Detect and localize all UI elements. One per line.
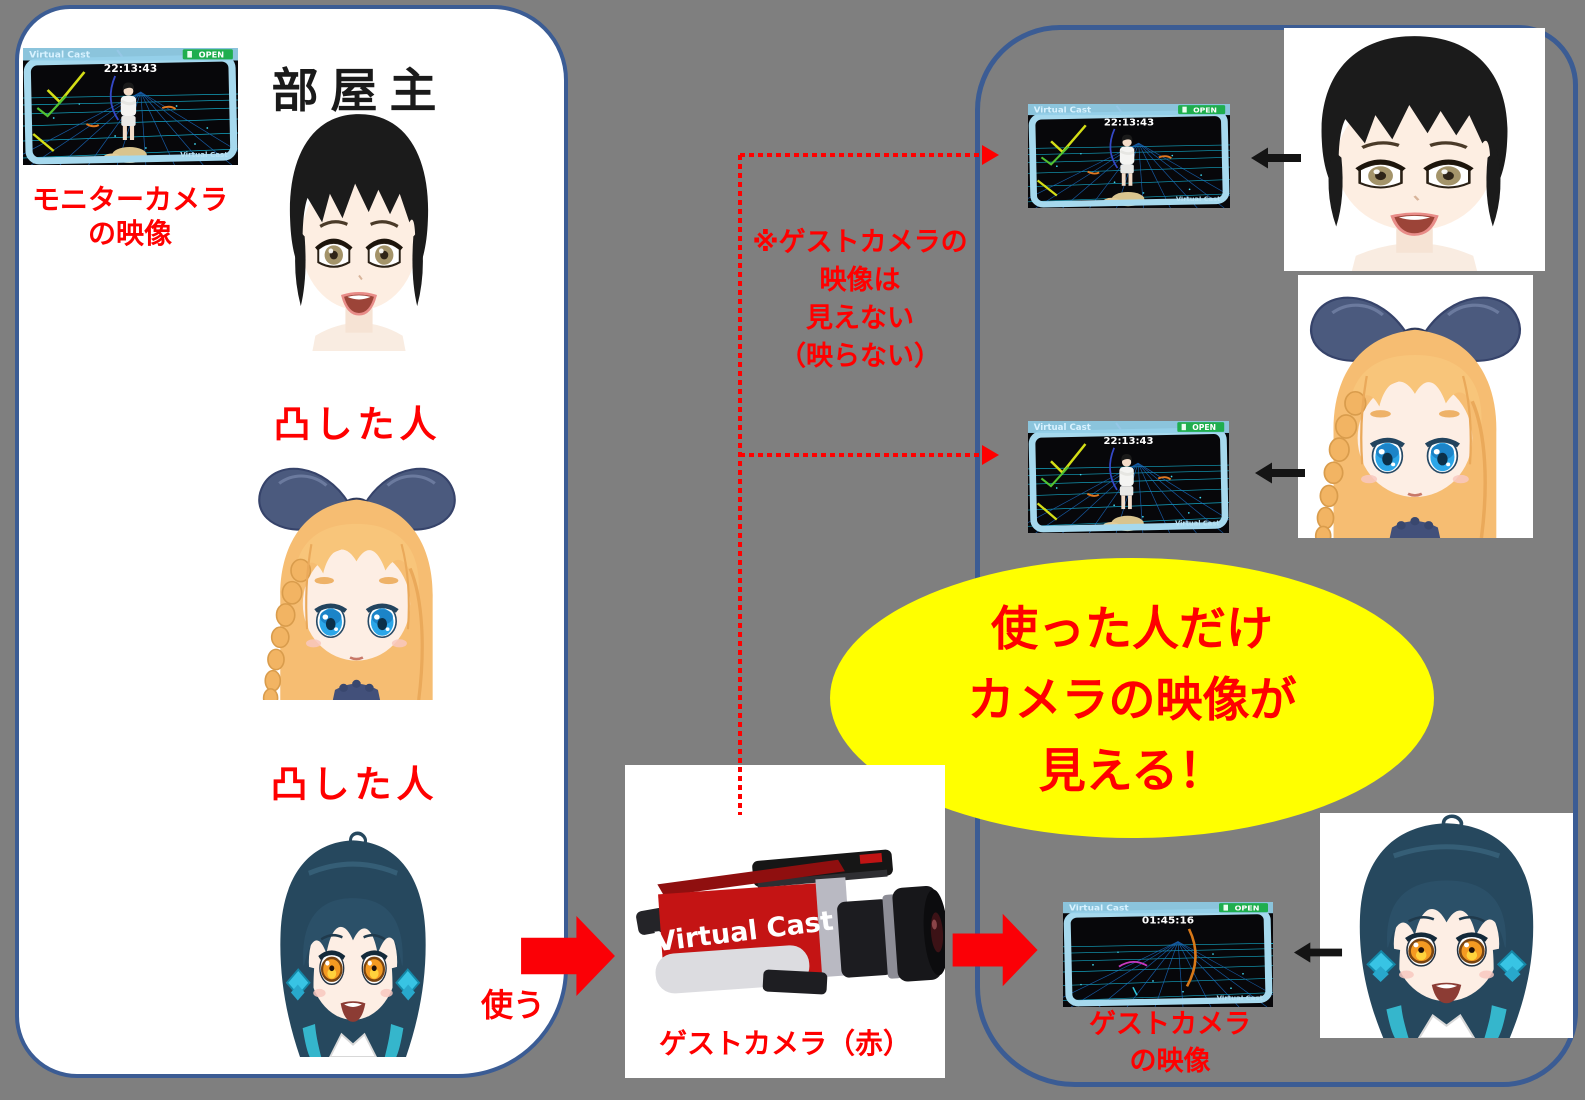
note-line: 見えない	[806, 303, 914, 334]
camera-illustration: Virtual Cast	[636, 849, 945, 995]
monitor-app-title: Virtual Cast	[1069, 904, 1129, 913]
guest-camera-view-caption: ゲストカメラ の映像	[1080, 1006, 1260, 1080]
avatar-visitor-teal-right	[1320, 813, 1573, 1038]
open-badge-icon	[1182, 106, 1187, 113]
monitor-view-owner: Virtual Cast OPEN 22:13:43 Virtual Cast	[23, 48, 238, 165]
monitor-app-title: Virtual Cast	[1034, 423, 1091, 433]
room-owner-title: 部屋主	[271, 64, 449, 119]
note-line: ※ゲストカメラの	[752, 227, 968, 258]
monitor-timestamp: 22:13:43	[1104, 118, 1154, 129]
open-badge-icon	[1223, 904, 1228, 911]
visitor-label-1: 凸した人	[273, 403, 442, 446]
caption-line: の映像	[87, 217, 172, 250]
highlight-line: 使った人だけ	[991, 602, 1273, 657]
open-badge-label: OPEN	[1235, 904, 1260, 913]
connector-arrowhead-top	[982, 145, 999, 165]
avatar-room-owner-right	[1284, 28, 1545, 271]
open-badge	[182, 49, 233, 60]
participants-view-panel	[975, 25, 1578, 1087]
caption-line: ゲストカメラ	[1089, 1009, 1251, 1040]
guest-camera-image: Virtual Cast ゲストカメラ（赤）	[625, 765, 945, 1078]
guest-camera-label: ゲストカメラ（赤）	[658, 1027, 911, 1060]
note-line: 映像は	[819, 265, 901, 296]
teal-visitor-sees-arrow	[1293, 940, 1343, 965]
caption-line: モニターカメラ	[31, 183, 228, 216]
open-badge-icon	[1181, 423, 1186, 431]
monitor-view-owner-hmd: Virtual Cast OPEN 22:13:43 Virtual Cast	[1028, 104, 1230, 208]
highlight-line: カメラの映像が	[967, 673, 1297, 728]
monitor-app-title: Virtual Cast	[29, 51, 91, 61]
monitor-app-title: Virtual Cast	[1034, 105, 1091, 115]
avatar-visitor-blonde	[247, 447, 467, 700]
caption-line: の映像	[1129, 1046, 1211, 1077]
monitor-corner-brand: Virtual Cast	[180, 150, 228, 159]
owner-sees-arrow	[1251, 145, 1301, 171]
monitor-corner-brand: Virtual Cast	[1176, 195, 1221, 203]
monitor-camera-caption: モニターカメラ の映像	[20, 183, 240, 251]
highlight-line: 見える！	[1038, 744, 1226, 799]
connector-arrowhead-middle	[982, 445, 999, 465]
open-badge	[1177, 422, 1225, 432]
open-badge	[1178, 105, 1226, 115]
camera-feed-arrow	[948, 912, 1044, 988]
avatar-visitor-blonde-right	[1298, 275, 1533, 538]
monitor-timestamp: 01:45:16	[1142, 916, 1194, 926]
monitor-timestamp: 22:13:43	[104, 62, 157, 75]
connector-to-owner-monitor	[740, 153, 982, 157]
monitor-view-guest-camera: Virtual Cast OPEN 01:45:16 Virtual Cast	[1063, 902, 1273, 1007]
use-label: 使う	[480, 986, 545, 1024]
open-badge-label: OPEN	[199, 50, 225, 60]
avatar-room-owner	[262, 106, 456, 351]
visitor-label-2: 凸した人	[270, 763, 439, 806]
visitor-sees-arrow	[1255, 460, 1305, 486]
connector-to-visitor-monitor	[740, 453, 982, 457]
monitor-corner-brand: Virtual Cast	[1217, 994, 1264, 1002]
open-badge-icon	[187, 51, 192, 58]
open-badge	[1219, 903, 1268, 913]
monitor-view-visitor-hmd: Virtual Cast OPEN 22:13:43 Virtual Cast	[1028, 421, 1229, 533]
monitor-timestamp: 22:13:43	[1104, 436, 1154, 447]
open-badge-label: OPEN	[1193, 106, 1217, 115]
use-camera-arrow	[520, 914, 618, 998]
open-badge-label: OPEN	[1192, 423, 1216, 432]
guest-camera-connector-vertical	[738, 155, 742, 815]
monitor-corner-brand: Virtual Cast	[1175, 519, 1220, 527]
note-line: （映らない）	[779, 341, 941, 372]
avatar-visitor-teal	[247, 830, 459, 1057]
not-visible-note: ※ゲストカメラの 映像は 見えない （映らない）	[740, 224, 980, 376]
